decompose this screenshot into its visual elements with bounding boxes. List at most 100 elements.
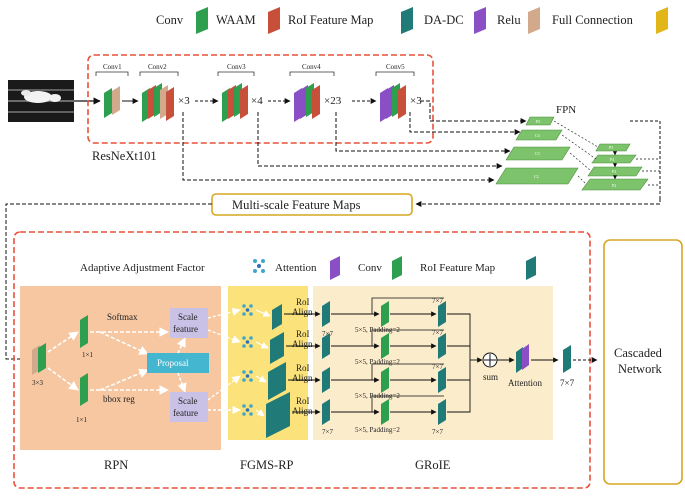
legend-roi-feature-map-swatch	[401, 7, 413, 34]
conv2-block	[142, 83, 174, 122]
groie-size-out-1: 7×7	[432, 297, 443, 305]
mid-legend: Adaptive Adjustment Factor Attention Con…	[80, 256, 536, 280]
groie-label: GRoIE	[415, 458, 451, 472]
legend-full-connection-swatch	[656, 7, 668, 34]
rpn-bbox-reg-label: bbox reg	[103, 394, 135, 404]
legend-full-connection-label: Full Connection	[552, 13, 634, 27]
scale-feature-top-line2: feature	[173, 324, 198, 334]
fgms-attention-icon-3	[242, 370, 253, 382]
attention-label: Attention	[508, 378, 542, 388]
stage-label-conv3: Conv3	[227, 63, 246, 71]
groie-size-out-2: 7×7	[432, 329, 443, 337]
fgms-branches	[207, 307, 241, 415]
groie-size-in-1: 7×7	[322, 330, 333, 338]
groie-conv-label-4: 5×5, Padding=2	[355, 426, 400, 434]
legend-adaptive-factor-label: Adaptive Adjustment Factor	[80, 262, 205, 274]
cascaded-network-line1: Cascaded	[614, 346, 663, 360]
fgms-attention-icon-4	[242, 404, 253, 416]
legend-roi-feature-map-label: RoI Feature Map	[288, 13, 373, 27]
fpn-p5-label: P5	[609, 145, 613, 150]
backbone-name: ResNeXt101	[92, 149, 157, 163]
groie-branch-4: RoI Align 7×7 5×5, Padding=2 7×7	[292, 396, 446, 436]
legend-attention-label: Attention	[275, 262, 317, 274]
fpn-c4-label: C4	[535, 133, 540, 138]
conv3-block	[222, 83, 248, 122]
fpn-c5-label: P5	[536, 119, 540, 124]
rpn-input-conv	[32, 343, 46, 375]
roi-align-4-l1: RoI	[296, 396, 310, 406]
input-image	[8, 80, 74, 122]
roi-align-1-l2: Align	[292, 307, 313, 317]
fpn-p4-label: P4	[610, 157, 614, 162]
groie-size-out-3: 7×7	[432, 363, 443, 371]
fpn-p5	[595, 143, 631, 152]
fpn-to-msfm-arrow	[415, 198, 661, 207]
fpn-p2-label: P2	[612, 183, 616, 188]
roi-align-1-l1: RoI	[296, 297, 310, 307]
fgms-attention-icon-1	[242, 304, 253, 316]
roi-align-3-l1: RoI	[296, 363, 310, 373]
legend-mid-roi-label: RoI Feature Map	[420, 262, 496, 274]
groie-conv-label-2: 5×5, Padding=2	[355, 358, 400, 366]
groie-branch-2: RoI Align 5×5, Padding=2 7×7	[286, 329, 446, 366]
scale-feature-bottom-line1: Scale	[178, 396, 198, 406]
msfm-to-rpn-arrow	[5, 203, 212, 362]
legend-mid-conv-swatch	[392, 256, 402, 280]
sum-node	[482, 352, 498, 368]
rpn-cls-conv	[80, 315, 88, 348]
repeat-conv3: ×4	[251, 95, 263, 107]
sum-label: sum	[483, 372, 498, 382]
fgms-attention-icon-2	[242, 336, 253, 348]
fpn-p4	[591, 154, 637, 164]
proposal-box	[147, 353, 209, 373]
rpn-reg-conv	[80, 373, 88, 406]
roi-align-3-l2: Align	[292, 373, 313, 383]
stage-label-conv5: Conv5	[386, 63, 405, 71]
roi-align-2-l2: Align	[292, 339, 313, 349]
fpn-c4	[515, 129, 563, 141]
stage-label-conv1: Conv1	[103, 63, 122, 71]
fpn-p3-label: P3	[612, 169, 616, 174]
backbone-frame	[87, 54, 434, 144]
output-roi-feature	[563, 345, 571, 373]
output-size-label: 7×7	[560, 378, 575, 388]
backbone-stage-labels: Conv1 Conv2 Conv3 Conv4 Conv5	[95, 63, 415, 76]
fpn-c2-label: C2	[534, 174, 539, 179]
legend-conv-label: Conv	[156, 13, 184, 27]
groie-merge-lines	[447, 313, 483, 413]
repeat-conv4: ×23	[324, 95, 342, 107]
fpn-c2	[495, 167, 579, 185]
stage-label-conv4: Conv4	[302, 63, 321, 71]
legend-waam-swatch	[268, 7, 280, 34]
cascaded-network-box	[603, 239, 683, 485]
legend-mid-roi-swatch	[526, 256, 536, 280]
roi-align-2-l1: RoI	[296, 329, 310, 339]
fpn-c3-label: C3	[535, 151, 540, 156]
scale-feature-top-line1: Scale	[178, 312, 198, 322]
fpn-p2	[581, 178, 649, 191]
scale-feature-bottom	[170, 392, 208, 422]
conv1-block	[104, 86, 120, 118]
stage-label-conv2: Conv2	[148, 63, 167, 71]
msfm-label: Multi-scale Feature Maps	[232, 198, 361, 212]
rpn-kernel-1x1-bottom: 1×1	[76, 416, 87, 424]
rpn-softmax-label: Softmax	[107, 312, 138, 322]
attention-block	[516, 344, 529, 373]
legend-conv-swatch	[196, 7, 208, 34]
roi-align-4-l2: Align	[292, 406, 313, 416]
legend-da-dc-label: DA-DC	[424, 13, 464, 27]
fpn-label: FPN	[556, 104, 576, 116]
groie-shortcuts	[371, 297, 444, 412]
fpn-p3	[587, 166, 643, 177]
conv5-block	[380, 83, 406, 122]
conv4-block	[294, 83, 320, 122]
rpn-kernel-1x1-top: 1×1	[82, 351, 93, 359]
legend-attention-swatch	[330, 256, 340, 280]
legend-mid-conv-label: Conv	[358, 262, 382, 274]
legend-relu-label: Relu	[497, 13, 521, 27]
groie-size-in-4: 7×7	[322, 428, 333, 436]
scale-feature-bottom-line2: feature	[173, 408, 198, 418]
rpn-kernel-3x3: 3×3	[32, 379, 43, 387]
proposal-label: Proposal	[157, 358, 189, 368]
repeat-conv5: ×3	[410, 95, 422, 107]
